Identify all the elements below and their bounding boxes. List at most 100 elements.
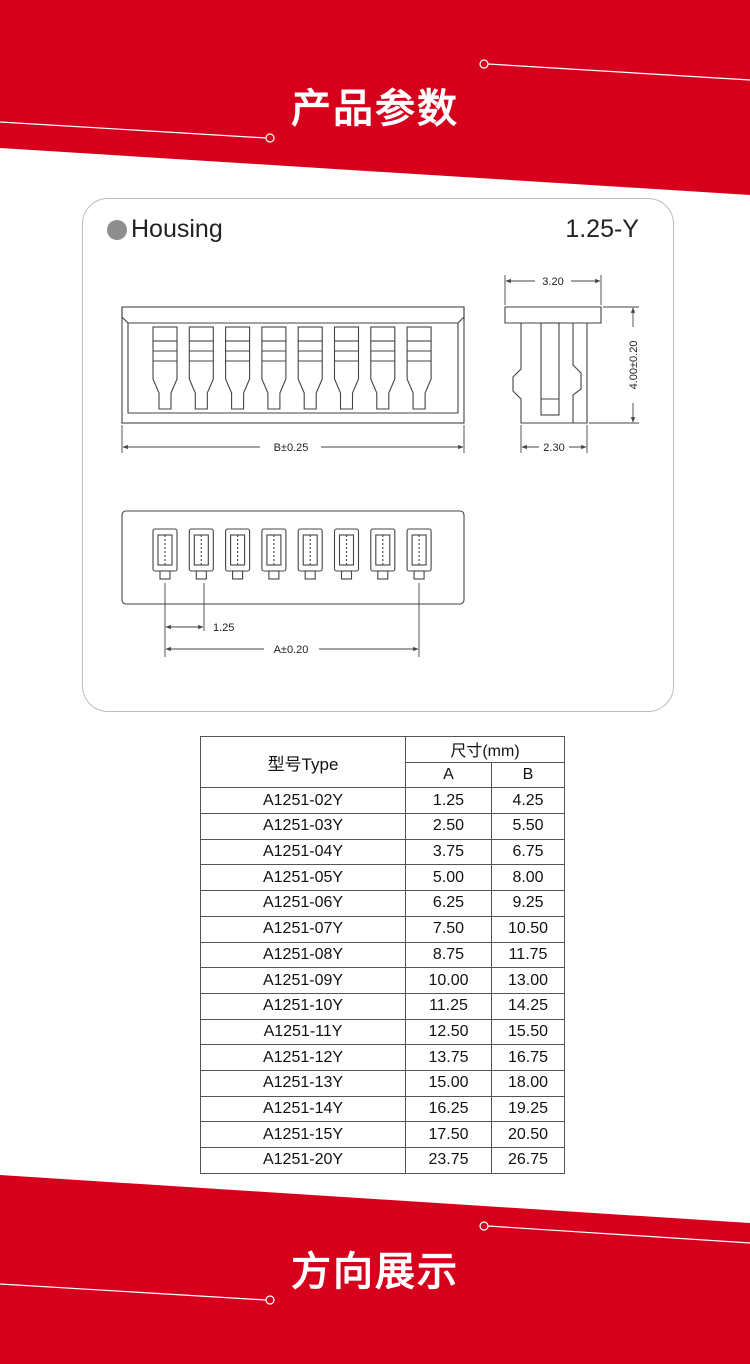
bottom-banner-shape: [0, 1175, 750, 1364]
bottom-pin-cavities: [152, 528, 432, 580]
housing-inner-wall: [121, 307, 465, 414]
cell-a: 8.75: [405, 941, 492, 969]
cell-type: A1251-10Y: [200, 992, 406, 1020]
cell-a: 3.75: [405, 838, 492, 866]
cell-a: 13.75: [405, 1044, 492, 1071]
spec-table: 型号Type 尺寸(mm) A B A1251-02Y 1.25 4.25 A1…: [200, 735, 566, 1174]
cell-type: A1251-20Y: [200, 1147, 406, 1174]
top-banner: 产品参数: [0, 0, 750, 195]
cell-type: A1251-14Y: [200, 1095, 406, 1123]
table-row: A1251-08Y 8.75 11.75: [200, 941, 566, 969]
series-label: 1.25-Y: [565, 215, 639, 243]
cell-b: 19.25: [490, 1095, 566, 1123]
cell-b: 15.50: [490, 1018, 566, 1046]
cell-a: 2.50: [405, 813, 492, 840]
cell-b: 20.50: [490, 1121, 566, 1148]
bottom-pin-cavity: [370, 528, 396, 580]
side-slot: [540, 322, 560, 416]
cell-type: A1251-09Y: [200, 967, 406, 994]
table-row: A1251-14Y 16.25 19.25: [200, 1095, 566, 1123]
cell-type: A1251-15Y: [200, 1121, 406, 1148]
bottom-pin-cavity: [261, 528, 287, 580]
table-row: A1251-15Y 17.50 20.50: [200, 1121, 566, 1148]
cell-a: 6.25: [405, 890, 492, 917]
dim-width-top: 3.20: [504, 275, 602, 305]
cell-type: A1251-04Y: [200, 838, 406, 866]
table-row: A1251-13Y 15.00 18.00: [200, 1069, 566, 1097]
dim-a: A±0.20: [165, 583, 420, 657]
cell-b: 6.75: [490, 838, 566, 866]
side-profile-outline: [504, 306, 602, 424]
bottom-view: [121, 510, 465, 605]
section-title: 方向展示: [291, 1249, 459, 1295]
cell-b: 26.75: [490, 1147, 566, 1174]
bottom-pin-cavity: [406, 528, 432, 580]
section-title: 产品参数: [291, 86, 459, 132]
header-b: B: [490, 761, 566, 789]
dim-width-top-label: 3.20: [542, 276, 563, 288]
front-pin-slot: [406, 326, 432, 410]
dim-pitch: 1.25: [164, 583, 234, 657]
cell-type: A1251-13Y: [200, 1069, 406, 1097]
front-pin-slot: [370, 326, 396, 410]
bullet-dot-icon: [107, 219, 127, 240]
housing-body-outline: [121, 306, 465, 424]
bottom-pin-cavity: [188, 528, 214, 580]
cell-a: 11.25: [405, 992, 492, 1020]
spec-table-body: A1251-02Y 1.25 4.25 A1251-03Y 2.50 5.50 …: [200, 787, 566, 1174]
dim-pitch-label: 1.25: [213, 622, 234, 634]
bottom-banner: 方向展示: [0, 1175, 750, 1364]
table-row: A1251-07Y 7.50 10.50: [200, 915, 566, 943]
table-row: A1251-11Y 12.50 15.50: [200, 1018, 566, 1046]
bottom-pin-cavity: [297, 528, 323, 580]
housing-technical-drawing: B±0.25 3.20 4.00±0.20: [121, 275, 640, 657]
table-row: A1251-05Y 5.00 8.00: [200, 864, 566, 892]
cell-type: A1251-05Y: [200, 864, 406, 892]
cell-b: 11.75: [490, 941, 566, 969]
cell-type: A1251-07Y: [200, 915, 406, 943]
cell-a: 1.25: [405, 787, 492, 815]
dim-height-label: 4.00±0.20: [628, 341, 640, 390]
housing-drawing-panel: Housing 1.25-Y B±0.25: [82, 198, 674, 712]
front-pin-slots: [152, 326, 432, 410]
table-row: A1251-12Y 13.75 16.75: [200, 1044, 566, 1071]
cell-b: 9.25: [490, 890, 566, 917]
dim-height: 4.00±0.20: [589, 306, 640, 424]
dim-a-label: A±0.20: [274, 644, 309, 656]
cell-b: 8.00: [490, 864, 566, 892]
front-pin-slot: [188, 326, 214, 410]
side-view: [504, 306, 602, 424]
cell-b: 10.50: [490, 915, 566, 943]
cell-a: 7.50: [405, 915, 492, 943]
front-pin-slot: [297, 326, 323, 410]
cell-type: A1251-12Y: [200, 1044, 406, 1071]
header-type: 型号Type: [200, 735, 406, 789]
front-pin-slot: [152, 326, 178, 410]
cell-b: 4.25: [490, 787, 566, 815]
top-banner-shape: [0, 0, 750, 195]
table-row: A1251-04Y 3.75 6.75: [200, 838, 566, 866]
dim-b: B±0.25: [121, 425, 465, 454]
front-pin-slot: [225, 326, 251, 410]
table-row: A1251-10Y 11.25 14.25: [200, 992, 566, 1020]
table-row: A1251-20Y 23.75 26.75: [200, 1147, 566, 1174]
table-row: A1251-09Y 10.00 13.00: [200, 967, 566, 994]
bottom-pin-cavity: [333, 528, 360, 580]
cell-a: 16.25: [405, 1095, 492, 1123]
cell-type: A1251-06Y: [200, 890, 406, 917]
cell-b: 13.00: [490, 967, 566, 994]
front-view: [121, 306, 465, 424]
dim-width-bottom-label: 2.30: [543, 442, 564, 454]
cell-type: A1251-11Y: [200, 1018, 406, 1046]
table-row: A1251-02Y 1.25 4.25: [200, 787, 566, 815]
header-size: 尺寸(mm): [404, 736, 566, 763]
table-row: A1251-06Y 6.25 9.25: [200, 890, 566, 917]
cell-a: 15.00: [405, 1069, 492, 1097]
bottom-pin-cavity: [225, 528, 251, 580]
cell-a: 10.00: [405, 967, 492, 994]
front-pin-slot: [261, 326, 287, 410]
front-pin-slot: [333, 326, 360, 410]
cell-a: 17.50: [405, 1121, 492, 1148]
table-row: A1251-03Y 2.50 5.50: [200, 813, 566, 840]
housing-label: Housing: [107, 215, 223, 244]
